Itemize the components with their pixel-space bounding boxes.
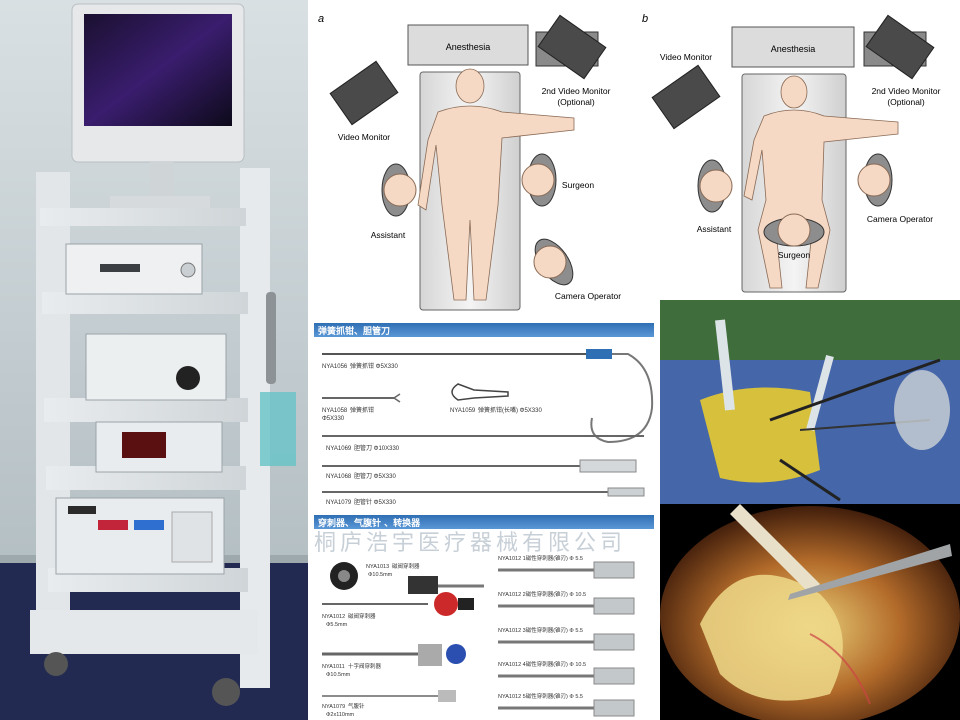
trocar-label: NYA1012 4磁性穿刺器(锥刃) Φ 10.5 [498,660,586,668]
video-monitor-a [329,60,399,126]
right-trocar-list: NYA1012 1磁性穿刺器(锥刃) Φ 5.5 NYA1012 2磁性穿刺器(… [498,554,635,717]
second-monitor-b [865,14,935,80]
trocar-size: Φ5.5mm [326,622,348,628]
trocar-label: NYA1012 1磁性穿刺器(锥刃) Φ 5.5 [498,554,583,562]
catalog-section1-header: 弹簧抓钳、胆管刀 [314,323,654,337]
operating-room-layout-diagram: a Anesthesia Video Monitor 2nd Video Mon… [308,0,960,318]
instrument-tip [730,504,820,594]
item-desc: 胆管针 Φ5X330 [354,498,396,506]
trocar-label: NYA1012 5磁性穿刺器(锥刃) Φ 5.5 [498,692,583,700]
tissue [700,574,843,701]
company-watermark: 桐庐浩宇医疗器械有限公司 [314,531,627,556]
instrument-handle [579,459,637,473]
surgeon-figure-b [763,213,825,247]
trocar-size: Φ10.5mm [368,572,393,578]
instrument-catalog: 弹簧抓钳、胆管刀 NYA1056 弹簧抓钳 Φ5X330 NYA1058 弹簧抓… [308,318,660,720]
trocar-code: NYA1012 [322,614,345,620]
assistant-figure-a [381,163,417,217]
catalog-section2-title: 穿刺器、气腹针 、转换器 [318,519,421,529]
item-desc: 弹簧抓钳(长嘴) Φ5X330 [478,406,542,414]
instrument-handle [586,349,612,359]
surgeon-label: Surgeon [778,250,810,260]
needle-desc: 气腹针 [348,702,365,710]
assistant-label: Assistant [697,224,732,234]
monitor-screen [84,14,232,126]
camera-operator-figure-a [533,238,574,286]
patient-figure [417,68,575,301]
patient-figure-lithotomy [743,75,899,289]
item-desc: 弹簧抓钳 Φ5X330 [350,362,398,370]
item-code: NYA1059 [450,408,476,414]
item-desc: 胆管刀 Φ5X330 [354,472,396,480]
trocar-size: Φ10.5mm [326,672,351,678]
trocar-desc: 磁阀穿刺器 [392,562,420,570]
item-code: NYA1068 [326,474,352,480]
assistant-figure-b [697,159,733,213]
panel-letter-b: b [642,13,648,25]
second-monitor-optional: (Optional) [557,97,594,107]
item-desc: 弹簧抓钳 [350,406,374,414]
catalog-section1-title: 弹簧抓钳、胆管刀 [318,327,391,337]
prepped-skin [700,387,820,483]
laparoscopy-tower-photo [0,0,308,720]
camera-operator-label: Camera Operator [555,291,621,301]
surgeon-figure-a [521,153,557,207]
trocar-label: NYA1012 3磁性穿刺器(锥刃) Φ 5.5 [498,626,583,634]
second-monitor-optional: (Optional) [887,97,924,107]
trocar-label: NYA1012 2磁性穿刺器(锥刃) Φ 10.5 [498,590,586,598]
video-monitor-label: Video Monitor [660,52,712,62]
anesthesia-label: Anesthesia [446,42,491,52]
anesthesia-label: Anesthesia [771,44,816,54]
panel-letter-a: a [318,13,324,25]
second-monitor-a [537,14,607,80]
layout-panel-a: a Anesthesia Video Monitor 2nd Video Mon… [318,13,621,311]
or-layout-svg: a Anesthesia Video Monitor 2nd Video Mon… [318,13,941,311]
item-code: NYA1069 [326,446,352,452]
laparoscopic-internal-view [660,504,960,720]
anesthesia-box [731,26,855,68]
second-monitor-label: 2nd Video Monitor [872,86,941,96]
second-monitor-label: 2nd Video Monitor [542,86,611,96]
internal-view-illustration [660,504,960,720]
section2-instruments: NYA1013 磁阀穿刺器 Φ10.5mm NYA1012 磁阀穿刺器 Φ5.5… [322,554,635,718]
camera-operator-figure-b [857,153,893,207]
grasper [788,544,952,600]
item-desc: Φ5X330 [322,416,345,422]
video-monitor-b [651,64,721,130]
instrument-loop [590,353,654,444]
needle-size: Φ2x110mm [326,712,355,718]
item-desc: 胆管刀 Φ10X330 [354,444,400,452]
layout-panel-b: b Anesthesia Video Monitor 2nd Video Mon… [642,13,941,293]
item-code: NYA1058 [322,408,348,414]
item-code: NYA1056 [322,364,348,370]
video-monitor-label: Video Monitor [338,132,390,142]
trocar-desc: 十字阀穿刺器 [348,662,382,670]
tower-illustration [0,0,308,720]
camera-operator-label: Camera Operator [867,214,933,224]
external-photo-illustration [660,300,960,504]
surgeon-label: Surgeon [562,180,594,190]
catalog-section2-header: 穿刺器、气腹针 、转换器 [314,515,654,529]
needle-code: NYA1079 [322,704,345,710]
trocar-desc: 磁阀穿刺器 [348,612,376,620]
surgical-field-external-photo [660,300,960,504]
anesthesia-box [407,24,529,66]
section1-instruments: NYA1056 弹簧抓钳 Φ5X330 NYA1058 弹簧抓钳 Φ5X330 … [322,349,654,506]
trocar-code: NYA1011 [322,664,345,670]
item-code: NYA1079 [326,500,352,506]
trocar-code: NYA1013 [366,564,389,570]
jaw-illustration [451,383,509,401]
light-source [85,333,227,401]
assistant-label: Assistant [371,230,406,240]
